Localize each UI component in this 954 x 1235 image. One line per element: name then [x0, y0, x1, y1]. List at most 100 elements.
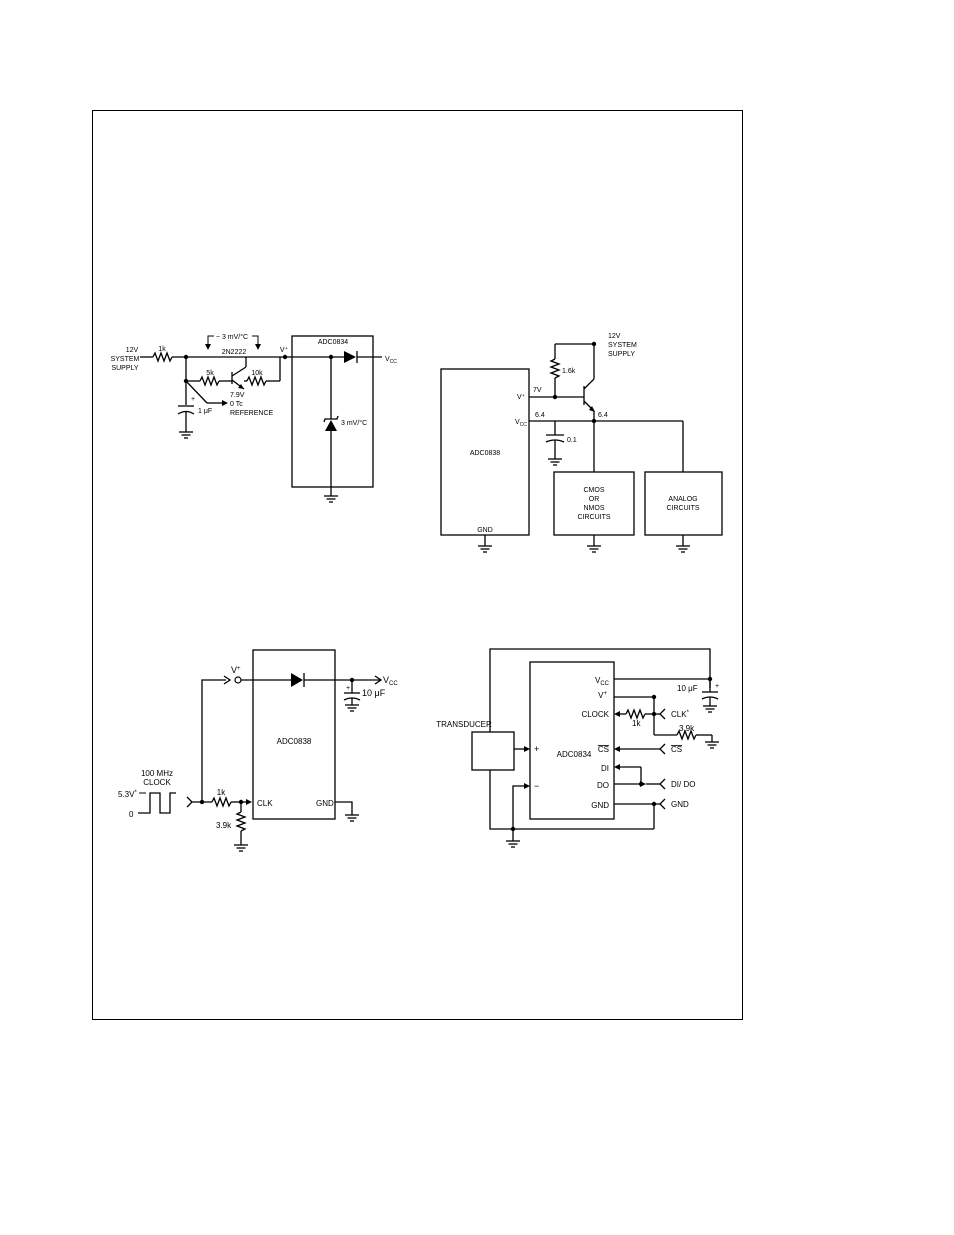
fig1-supply-line1: 12V — [126, 347, 139, 354]
figure-1-reference-circuit: 12V SYSTEM SUPPLY 1k − 3 mV/°C 2N2222 5k — [111, 333, 397, 503]
fig1-transistor-label: 2N2222 — [222, 349, 247, 356]
fig2-pass-transistor — [583, 344, 595, 472]
fig2-chip-label: ADC0838 — [470, 450, 500, 457]
fig3-cap-ground — [344, 704, 360, 712]
fig4-minus-wire — [512, 785, 525, 829]
fig4-resistor-ground — [704, 741, 720, 749]
fig2-supply-line3: SUPPLY — [608, 351, 635, 358]
fig2-7v-label: 7V — [533, 387, 542, 394]
fig3-chip-ground — [344, 814, 360, 822]
fig2-cmos-ground — [586, 545, 602, 553]
fig1-supply-wire — [140, 351, 285, 363]
fig3-vcc-label: VCC — [383, 675, 398, 687]
fig4-capacitor — [701, 679, 719, 706]
fig1-adc0834-chip — [291, 335, 374, 488]
fig2-chip-ground — [477, 545, 493, 553]
fig1-ref-line3: REFERENCE — [230, 410, 274, 417]
fig4-cap-label: 10 μF — [677, 684, 698, 693]
fig1-chip-label: ADC0834 — [318, 339, 348, 346]
figure-frame — [92, 110, 743, 1020]
fig1-10k-label: 10k — [251, 370, 263, 377]
fig2-16k-resistor — [549, 344, 561, 397]
fig3-vplus-label: V+ — [231, 665, 241, 675]
fig1-tc-arrow — [205, 344, 211, 350]
fig3-cap-plus: + — [346, 685, 350, 692]
fig1-tc-bracket — [207, 335, 214, 345]
fig3-39k-label: 3.9k — [216, 821, 232, 830]
fig1-supply-line3: SUPPLY — [111, 365, 138, 372]
fig1-diode — [344, 351, 382, 363]
fig4-plus-label: + — [534, 744, 539, 754]
fig2-cmos-line4: CIRCUITS — [577, 514, 610, 521]
fig3-clock-waveform — [138, 792, 176, 814]
fig1-r-series-label: 1k — [158, 346, 166, 353]
fig1-transistor-2n2222 — [231, 357, 247, 390]
fig4-1k-label: 1k — [632, 719, 641, 728]
fig1-arrow-to-reference — [185, 380, 228, 406]
fig4-clk-input — [659, 708, 666, 720]
fig3-vplus-arrow — [223, 675, 232, 685]
fig4-pin-vplus: V+ — [598, 691, 607, 700]
fig1-capacitor — [177, 405, 195, 432]
fig2-analog-line2: CIRCUITS — [666, 505, 699, 512]
fig4-transducer-box — [471, 731, 515, 771]
fig1-tc-bracket — [252, 335, 259, 345]
fig4-chip-label: ADC0834 — [557, 750, 592, 759]
fig4-39k-resistor — [676, 729, 713, 742]
fig1-vcc-label: VCC — [385, 356, 397, 365]
fig1-zener-diode — [323, 415, 339, 496]
fig2-bypass-capacitor — [545, 421, 565, 459]
fig2-analog-ground — [675, 545, 691, 553]
fig3-gnd-wire — [335, 801, 353, 815]
fig4-pin-cs: CS — [598, 745, 609, 754]
fig4-gnd-input — [659, 798, 666, 810]
figure-3-clock-circuit: ADC0838 V+ VCC + 10 μF 100 MHz CLOCK 5.3… — [118, 649, 398, 852]
fig2-r-label: 1.6k — [562, 368, 576, 375]
fig4-plus-arrow — [524, 746, 530, 752]
fig3-zero-label: 0 — [129, 810, 134, 819]
fig1-tc-arrow — [255, 344, 261, 350]
fig1-supply-line2: SYSTEM — [111, 356, 140, 363]
fig4-dido-label: DI/ DO — [671, 780, 695, 789]
fig3-adc0838-chip — [252, 649, 336, 820]
figure-2-supply-circuit: 12V SYSTEM SUPPLY 1.6k ADC0838 GND V⁺ 7V… — [440, 333, 723, 553]
fig3-53v-label: 5.3V* — [118, 790, 137, 799]
fig2-vcc-label: VCC — [515, 419, 527, 428]
fig4-ground — [505, 840, 521, 848]
fig4-pin-di: DI — [601, 764, 609, 773]
fig4-dido-input — [659, 778, 666, 790]
fig4-pin-vcc: VCC — [595, 676, 610, 687]
fig4-minus-label: − — [534, 781, 539, 791]
fig3-gnd-label: GND — [316, 799, 334, 808]
fig3-39k-resistor — [235, 802, 247, 845]
fig2-analog-line1: ANALOG — [668, 496, 697, 503]
fig2-cmos-box — [553, 471, 635, 536]
fig3-1k-resistor — [211, 796, 252, 808]
fig2-cmos-line3: NMOS — [584, 505, 605, 512]
fig2-gnd-label: GND — [477, 527, 493, 534]
fig4-pin-clock: CLOCK — [581, 710, 609, 719]
fig1-5k-resistor — [186, 375, 232, 387]
fig4-pin-gnd: GND — [591, 801, 609, 810]
fig4-clock-arrow — [614, 711, 620, 717]
fig3-resistor-ground — [233, 844, 249, 852]
fig3-clock-line1: 100 MHz — [141, 769, 173, 778]
fig4-cap-ground — [702, 705, 718, 713]
fig2-supply-line1: 12V — [608, 333, 621, 340]
fig1-vplus-label: V⁺ — [280, 346, 289, 354]
fig4-clk-label: CLK* — [671, 710, 690, 719]
fig4-junction — [638, 781, 644, 787]
fig4-top-loop-wire — [489, 648, 711, 732]
fig2-64a-label: 6.4 — [535, 412, 545, 419]
fig1-tc-label: − 3 mV/°C — [216, 333, 248, 341]
fig3-clock-input-arrow — [186, 796, 193, 808]
fig3-vplus-wire — [201, 679, 226, 802]
fig3-diode — [291, 673, 380, 687]
fig1-10k-resistor — [244, 357, 281, 387]
fig1-cap-label: 1 μF — [198, 408, 212, 415]
fig3-clock-line2: CLOCK — [143, 778, 171, 787]
fig4-cs-label: CS — [671, 745, 682, 754]
fig3-capacitor — [343, 680, 361, 705]
fig3-clk-label: CLK — [257, 799, 273, 808]
